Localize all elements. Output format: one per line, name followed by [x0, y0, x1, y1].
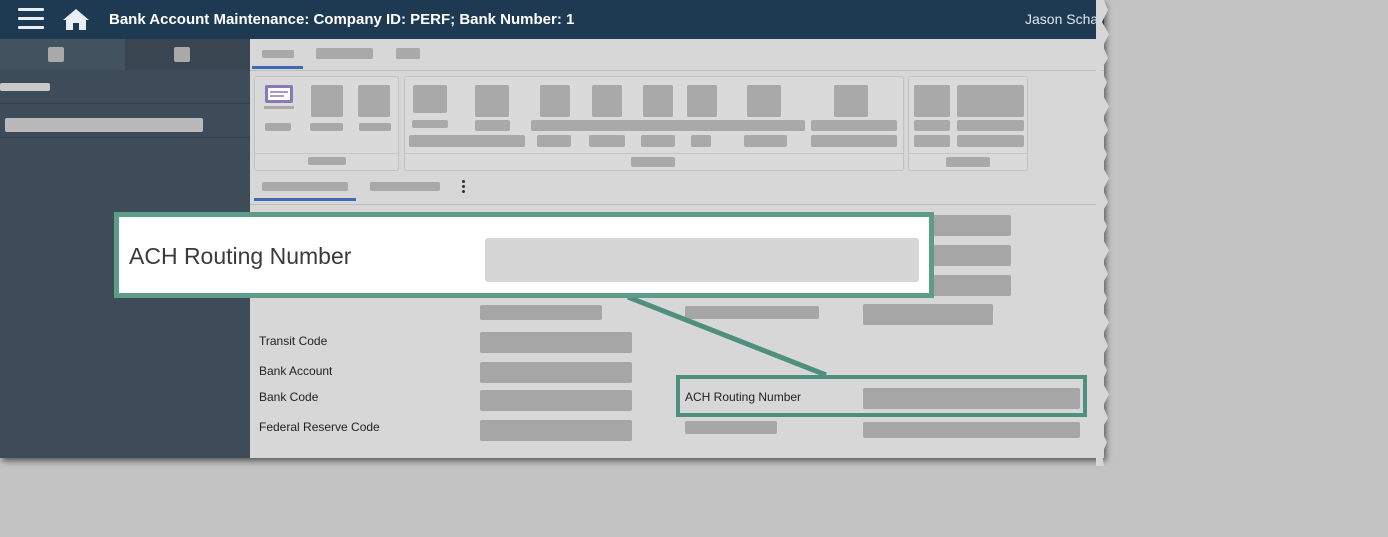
ribbon-button[interactable] — [592, 85, 622, 117]
field-highlight-box — [676, 375, 1087, 417]
ribbon-group-label — [946, 157, 990, 167]
sidebar-item-label — [0, 83, 50, 91]
ribbon-button[interactable] — [834, 85, 868, 117]
bank-account-label: Bank Account — [259, 364, 333, 378]
ribbon-button-label — [691, 135, 711, 147]
app-header: Bank Account Maintenance: Company ID: PE… — [0, 0, 1104, 39]
home-icon[interactable] — [62, 7, 90, 31]
sidebar-tab-1[interactable] — [0, 39, 125, 70]
ribbon-tab[interactable] — [396, 48, 420, 59]
form-field[interactable] — [932, 215, 1011, 236]
sidebar-item[interactable] — [0, 104, 250, 138]
sidebar-tab-2[interactable] — [125, 39, 250, 70]
ribbon-button-label — [957, 135, 1024, 147]
form-field[interactable] — [480, 305, 602, 320]
ribbon-button-label — [412, 120, 448, 128]
ribbon-button[interactable] — [311, 85, 343, 117]
ach-routing-number-label: ACH Routing Number — [685, 390, 802, 404]
form-field[interactable] — [863, 304, 993, 325]
ribbon-button[interactable] — [413, 85, 447, 113]
ribbon-button[interactable] — [643, 85, 673, 117]
ribbon-tabs — [250, 39, 1104, 71]
ribbon-button-label — [475, 120, 510, 131]
note-icon — [264, 85, 294, 109]
ribbon-button[interactable] — [475, 85, 509, 117]
form-field[interactable] — [685, 306, 819, 319]
ribbon-group-label — [631, 157, 675, 167]
more-vertical-icon[interactable] — [462, 180, 467, 195]
ribbon-tab[interactable] — [262, 50, 294, 58]
sidebar-item-label — [5, 118, 203, 132]
form-field[interactable] — [863, 422, 1080, 438]
ribbon-button-label — [310, 123, 343, 131]
ribbon-tab[interactable] — [316, 48, 373, 59]
transit-code-label: Transit Code — [259, 334, 328, 348]
bank-code-label: Bank Code — [259, 390, 319, 404]
active-tab-indicator — [252, 66, 303, 69]
federal-reserve-code-field[interactable] — [480, 420, 632, 441]
sidebar-tab-icon — [174, 47, 190, 62]
ribbon-button[interactable] — [687, 85, 717, 117]
bank-code-field[interactable] — [480, 390, 632, 411]
ribbon-button-label — [531, 120, 805, 131]
ribbon-button-label — [811, 135, 897, 147]
page-title: Bank Account Maintenance: Company ID: PE… — [109, 11, 575, 28]
bank-account-field[interactable] — [480, 362, 632, 383]
ribbon-button-label — [811, 120, 897, 131]
ribbon-button-label — [744, 135, 787, 147]
form-tab[interactable] — [370, 182, 440, 191]
ribbon-button-label — [537, 135, 571, 147]
ribbon-button[interactable] — [914, 85, 950, 117]
ribbon-button-label — [359, 123, 391, 131]
ribbon-group — [908, 76, 1028, 171]
torn-edge-right — [1096, 0, 1109, 466]
ribbon-button-label — [265, 123, 291, 131]
ribbon-button[interactable] — [540, 85, 570, 117]
callout-field — [485, 238, 919, 282]
zoom-callout: ACH Routing Number — [114, 212, 934, 298]
form-field[interactable] — [932, 275, 1011, 296]
form-tabs — [250, 172, 1104, 205]
form-tab[interactable] — [262, 182, 348, 191]
transit-code-field[interactable] — [480, 332, 632, 353]
ribbon-button[interactable] — [358, 85, 390, 117]
ribbon-button-label — [589, 135, 625, 147]
sidebar-tab-icon — [48, 47, 64, 62]
ribbon-button[interactable] — [957, 85, 1024, 117]
ribbon-button-label — [641, 135, 675, 147]
user-name[interactable]: Jason Schar — [1025, 11, 1103, 27]
ribbon-button-label — [409, 135, 525, 147]
ach-routing-number-field[interactable] — [863, 388, 1080, 409]
form-field[interactable] — [932, 245, 1011, 266]
ribbon-group-label — [308, 157, 346, 165]
ribbon-group — [404, 76, 904, 171]
menu-icon[interactable] — [18, 8, 44, 30]
ribbon-button-label — [957, 120, 1024, 131]
callout-label: ACH Routing Number — [129, 243, 352, 269]
ribbon-button-label — [914, 135, 950, 147]
active-tab-indicator — [254, 198, 356, 201]
form-field[interactable] — [685, 421, 777, 434]
ribbon-button-label — [914, 120, 950, 131]
federal-reserve-code-label: Federal Reserve Code — [259, 420, 380, 434]
sidebar-item[interactable] — [0, 70, 250, 104]
ribbon-button[interactable] — [747, 85, 781, 117]
